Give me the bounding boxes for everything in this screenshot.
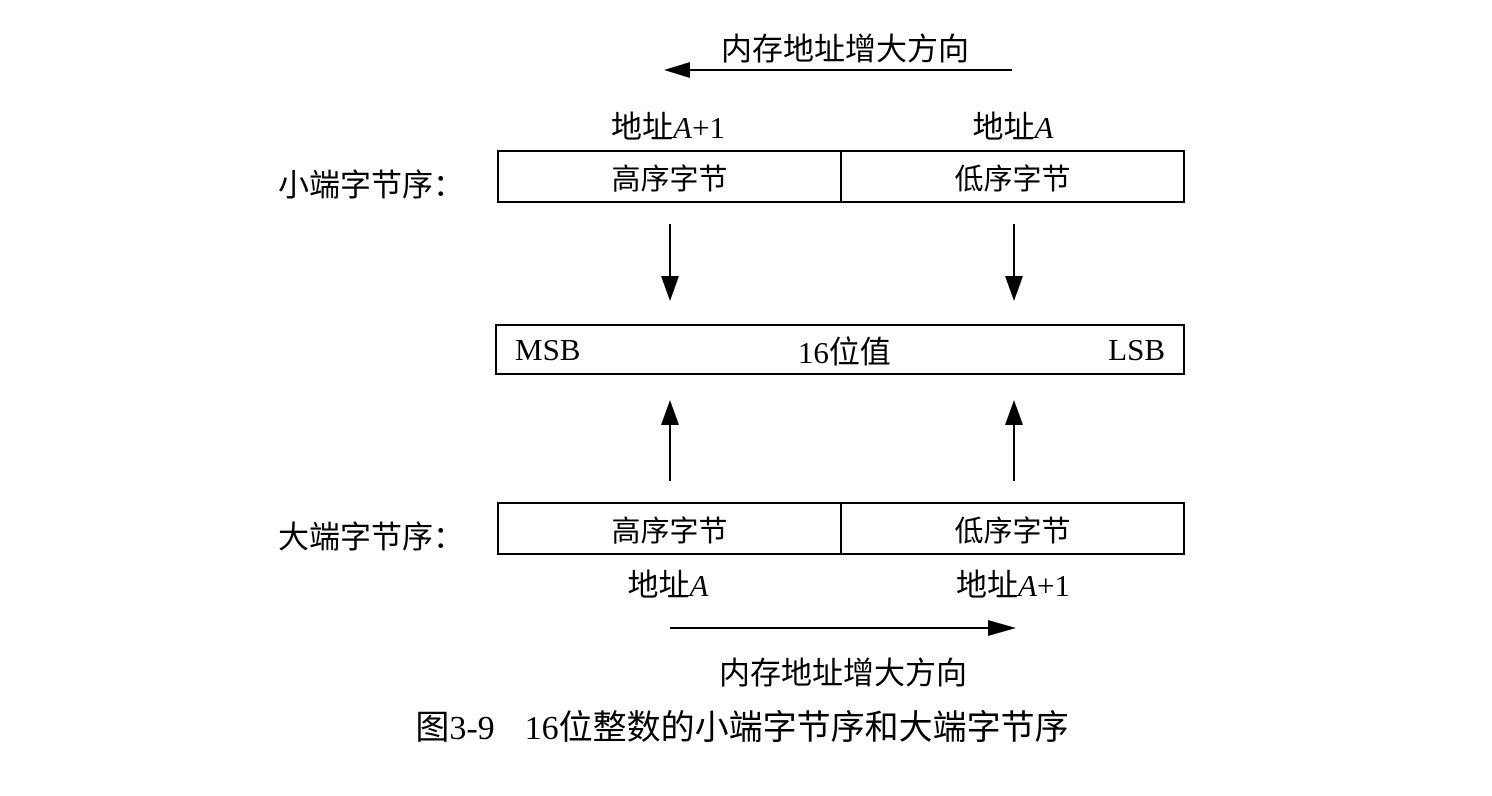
address-suffix: +1 [691, 110, 725, 145]
little-endian-byte-box: 高序字节 低序字节 [497, 150, 1185, 203]
figure-title: 16位整数的小端字节序和大端字节序 [524, 710, 1069, 747]
down-arrow-right-icon [1005, 276, 1023, 301]
big-endian-row-label: 大端字节序： [278, 520, 464, 555]
up-arrow-left-icon [661, 400, 679, 425]
memory-direction-bottom-label: 内存地址增大方向 [719, 656, 967, 691]
arrow-left-icon [664, 62, 690, 78]
big-endian-low-byte-cell: 低序字节 [840, 504, 1183, 553]
memory-direction-top-label: 内存地址增大方向 [721, 32, 969, 67]
address-variable: A [673, 110, 692, 145]
address-prefix: 地址 [972, 110, 1035, 145]
down-arrow-right-shaft [1013, 224, 1015, 279]
address-suffix: +1 [1036, 568, 1070, 603]
address-prefix: 地址 [627, 568, 690, 603]
big-endian-address-right: 地址A+1 [956, 560, 1070, 605]
address-variable: A [1018, 568, 1037, 603]
arrow-right-shaft [670, 627, 990, 629]
little-endian-row-label: 小端字节序： [278, 168, 464, 203]
value-box: MSB 16位值 LSB [495, 324, 1185, 375]
address-prefix: 地址 [956, 568, 1019, 603]
lsb-label: LSB [1108, 331, 1165, 367]
up-arrow-right-shaft [1013, 423, 1015, 481]
up-arrow-left-shaft [669, 423, 671, 481]
figure-caption: 图3-9 16位整数的小端字节序和大端字节序 [415, 700, 1068, 749]
little-endian-address-right: 地址A [973, 102, 1054, 147]
little-endian-low-byte-cell: 低序字节 [840, 152, 1183, 201]
figure-number: 图3-9 [415, 710, 495, 747]
value-center-label: 16位值 [797, 335, 891, 370]
address-prefix: 地址 [611, 110, 674, 145]
address-variable: A [1034, 110, 1054, 145]
big-endian-high-byte-cell: 高序字节 [611, 515, 728, 548]
big-endian-byte-box: 高序字节 低序字节 [497, 502, 1185, 555]
down-arrow-left-shaft [669, 224, 671, 279]
little-endian-high-byte-cell: 高序字节 [611, 163, 728, 196]
msb-label: MSB [515, 331, 581, 367]
up-arrow-right-icon [1005, 400, 1023, 425]
address-variable: A [689, 568, 709, 603]
arrow-left-shaft [688, 69, 1012, 71]
arrow-right-icon [988, 620, 1016, 636]
big-endian-address-left: 地址A [628, 560, 709, 605]
down-arrow-left-icon [661, 276, 679, 301]
little-endian-address-left: 地址A+1 [611, 102, 725, 147]
